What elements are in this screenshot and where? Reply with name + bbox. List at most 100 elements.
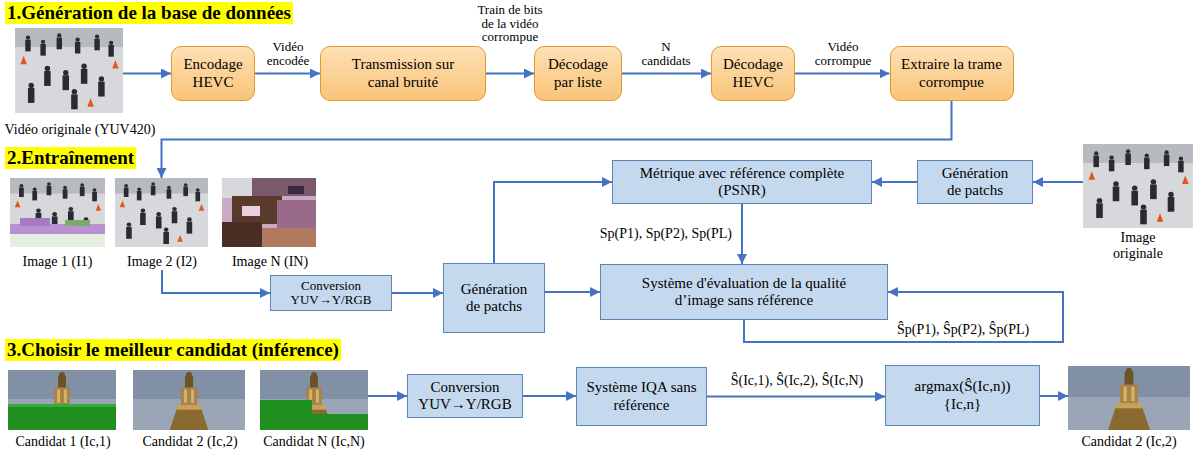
process-box: Génération de patchs	[917, 160, 1033, 204]
image-part	[10, 224, 105, 247]
box-text: Transmission sur canal bruité	[343, 56, 463, 91]
box-text: Décodage par liste	[543, 56, 613, 91]
process-box: Conversion YUV→Y/RGB	[270, 275, 392, 311]
flow-arrow	[368, 395, 407, 397]
box-text: Génération de patchs	[935, 165, 1015, 200]
flow-arrow	[707, 396, 885, 398]
box-text: Système IQA sans référence	[587, 379, 697, 414]
image-part	[222, 222, 262, 247]
image-caption: Candidat 2 (Ic,2)	[142, 434, 237, 450]
candidate-image	[260, 370, 368, 430]
edge-label: Vidéo encodée	[258, 40, 318, 67]
process-box: Décodage par liste	[534, 46, 622, 101]
image-caption: Vidéo originale (YUV420)	[5, 122, 156, 138]
image-caption: Image N (IN)	[232, 254, 308, 270]
image-node: Candidat 2 (Ic,2)	[1063, 366, 1195, 450]
image-part	[8, 404, 116, 407]
image-part	[8, 404, 116, 430]
box-text: Génération de patchs	[454, 281, 534, 316]
flow-arrow	[123, 73, 171, 75]
image-node: Candidat 1 (Ic,1)	[0, 370, 126, 450]
process-box: Conversion YUV→Y/RGB	[407, 374, 523, 418]
edge-label: Ŝp(P1), Ŝp(P2), Ŝp(PL)	[897, 322, 1057, 338]
image-part	[1083, 144, 1193, 228]
image-part	[10, 178, 105, 247]
flow-arrow	[486, 73, 534, 75]
image-part	[277, 200, 316, 230]
video-frame-image	[15, 28, 123, 113]
candidate-image	[133, 370, 245, 430]
flow-arrow	[255, 73, 320, 75]
flow-arrow	[872, 181, 917, 183]
image-part	[222, 178, 252, 198]
flow-arrow	[523, 395, 576, 397]
image-part	[232, 196, 282, 224]
box-text: argmax(Ŝ(Ic,n))	[915, 378, 1011, 395]
image-node: Image 1 (I1)	[5, 178, 110, 270]
image-caption: Candidat 1 (Ic,1)	[15, 434, 110, 450]
flow-arrow	[1033, 181, 1083, 183]
image-part	[10, 234, 105, 247]
flow-arrow	[545, 291, 600, 293]
edge-label: Sp(P1), Sp(P2), Sp(PL)	[560, 226, 732, 242]
image-part	[133, 370, 245, 430]
box-text: Conversion YUV→Y/RGB	[281, 279, 381, 307]
section-heading: 3.Choisir le meilleur candidat (inférenc…	[5, 339, 341, 361]
flow-arrow	[795, 73, 890, 75]
box-text: Extraire la trame corrompue	[896, 56, 1008, 91]
box-text: {Ic,n}	[944, 396, 981, 413]
process-box: Métrique avec référence complète (PSNR)	[612, 160, 872, 204]
image-part	[252, 178, 316, 196]
image-part	[260, 370, 368, 430]
flow-arrow	[392, 292, 443, 294]
image-part	[65, 220, 90, 226]
section-heading: 2.Entraînement	[5, 147, 136, 169]
box-text: Système d'évaluation de la qualité d’ima…	[632, 275, 857, 310]
edge-label: Vidéo corrompue	[805, 40, 881, 67]
process-box: Encodage HEVC	[171, 46, 255, 101]
process-box: Transmission sur canal bruité	[320, 46, 486, 101]
flow-arrow	[162, 270, 270, 293]
edge-label: Train de bits de la vidéo corrompue	[472, 3, 548, 44]
image-part	[1068, 366, 1190, 430]
image-part	[115, 178, 208, 247]
image-node: Image N (IN)	[218, 178, 322, 270]
candidate-image	[8, 370, 116, 430]
image-caption: Candidat N (Ic,N)	[263, 434, 364, 450]
selected-candidate-image	[1068, 366, 1190, 430]
image-node: Vidéo originale (YUV420)	[0, 28, 160, 138]
section-heading: 1.Génération de la base de données	[5, 2, 293, 24]
process-box: argmax(Ŝ(Ic,n)){Ic,n}	[885, 365, 1040, 426]
image-caption: Candidat 2 (Ic,2)	[1081, 434, 1176, 450]
image-part	[15, 28, 123, 113]
image-caption: Image 2 (I2)	[127, 254, 197, 270]
flow-arrow	[494, 182, 612, 263]
image-node: Candidat N (Ic,N)	[254, 370, 374, 450]
frame-image	[115, 178, 208, 247]
corrupted-frame-image	[222, 178, 316, 247]
image-caption: Image originale	[1098, 230, 1178, 262]
process-box: Système d'évaluation de la qualité d’ima…	[600, 264, 888, 320]
process-box: Extraire la trame corrompue	[890, 46, 1014, 101]
corrupted-frame-image	[10, 178, 105, 247]
image-caption: Image 1 (I1)	[23, 254, 93, 270]
process-box: Génération de patchs	[443, 263, 545, 333]
flow-arrow	[622, 73, 711, 75]
box-text: Encodage HEVC	[178, 56, 248, 91]
box-text: Décodage HEVC	[718, 56, 788, 91]
image-part	[20, 218, 50, 226]
image-node: Image originale	[1078, 144, 1198, 262]
process-box: Système IQA sans référence	[576, 367, 707, 426]
edge-label: Ŝ(Ic,1), Ŝ(Ic,2), Ŝ(Ic,N)	[712, 373, 882, 389]
image-part	[262, 228, 316, 247]
flow-arrow	[741, 204, 743, 264]
original-image	[1083, 144, 1193, 228]
image-part	[288, 186, 304, 194]
edge-label: N candidats	[637, 40, 695, 67]
image-node: Image 2 (I2)	[112, 178, 212, 270]
image-part	[8, 370, 116, 430]
flow-arrow	[1040, 395, 1068, 397]
image-part	[260, 414, 368, 430]
box-text: Conversion YUV→Y/RGB	[417, 379, 513, 414]
process-box: Décodage HEVC	[711, 46, 795, 101]
